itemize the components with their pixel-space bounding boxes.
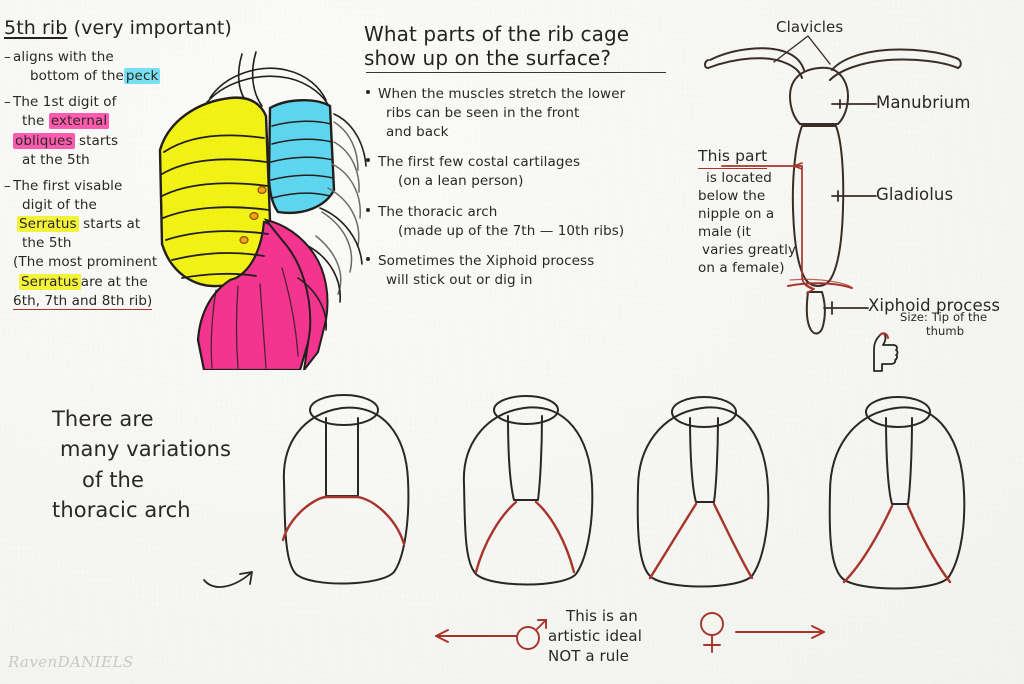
caption-line2: artistic ideal [548,627,642,646]
left-heading: 5th rib (very important) [4,17,232,39]
highlight-serratus-1: Serratus [17,216,79,233]
left-bullet-3-line6-post: are at the [80,273,148,290]
arch-note-line4: thoracic arch [52,498,191,523]
this-part-line5: varies greatly [702,242,797,259]
middle-bullet-4-line1: Sometimes the Xiphoid process [378,252,595,269]
this-part-line1: is located [706,169,772,186]
left-bullet-3-line3-post: starts at [78,216,141,233]
left-bullet-3-line2: digit of the [22,196,97,213]
sternum-section: Clavicles Manubrium Gladiolus Xiphoid pr… [662,8,1024,388]
this-part-annotation: This part is located below the nipple on… [698,146,810,277]
left-bullet-1-line1: aligns with the [13,48,114,65]
highlight-peck: peck [123,68,161,85]
left-bullet-3-line5: (The most prominent [13,254,158,271]
bottom-caption: This is an artistic ideal NOT a rule [430,604,850,680]
dash-marker: – [4,177,11,194]
arch-variation-1 [281,394,410,585]
bullet-dot-icon [366,158,370,163]
this-part-line2: below the [698,187,766,204]
thumbs-up-icon [873,332,899,372]
left-bullet-3-line7: 6th, 7th and 8th rib) [13,292,153,310]
arch-note-line1: There are [52,407,154,431]
middle-heading-line2: show up on the surface? [364,46,612,71]
highlight-obliques: obliques [13,132,75,149]
middle-notes-column: What parts of the rib cage show up on th… [364,22,694,301]
curved-arrow-icon [203,571,253,588]
left-notes-column: 5th rib (very important) – aligns with t… [4,17,232,318]
left-bullet-2: – The 1st digit of the external obliques… [4,93,219,170]
middle-bullet-list: When the muscles stretch the lower ribs … [364,85,694,290]
label-clavicles: Clavicles [776,18,844,36]
label-manubrium: Manubrium [876,93,971,112]
middle-bullet-3-line1: The thoracic arch [378,203,498,220]
middle-heading: What parts of the rib cage show up on th… [364,22,694,71]
bullet-dot-icon [366,256,370,261]
this-part-line4: male (it [698,224,751,240]
dash-marker: – [4,94,11,111]
left-bullet-3-line4: the 5th [22,235,72,252]
thoracic-arch-note: There are many variations of the thoraci… [52,404,231,526]
middle-bullet-1: When the muscles stretch the lower ribs … [364,85,694,142]
label-xiphoid-process: Xiphoid process [868,296,1001,315]
middle-bullet-3: The thoracic arch (made up of the 7th — … [364,203,694,241]
middle-bullet-2-line1: The first few costal cartilages [378,154,581,171]
this-part-title: This part [698,146,768,169]
left-bullet-1-line2-pre: bottom of the [30,68,124,85]
this-part-line3: nipple on a [698,205,775,222]
dash-marker: – [4,48,11,65]
ribcage-colored-diagram [158,51,367,370]
middle-bullet-1-line2: ribs can be seen in the front [386,104,580,121]
middle-bullet-1-line1: When the muscles stretch the lower [378,85,626,102]
middle-bullet-4-line2: will stick out or dig in [386,272,533,289]
left-bullet-2-line1: The 1st digit of [13,94,117,111]
caption-text: This is an artistic ideal NOT a rule [548,606,642,666]
arch-variation-2 [462,395,594,586]
middle-bullet-1-line3: and back [386,124,449,141]
arch-note-line2: many variations [60,437,232,462]
sternum-drawing [704,35,962,335]
left-bullet-3: – The first visable digit of the Serratu… [4,177,219,311]
left-bullet-3-line1: The first visable [13,177,123,194]
heading-underline-rule [366,71,666,73]
male-arrow-group [435,619,547,650]
arch-variation-4 [828,396,966,590]
middle-bullet-2-sub: (on a lean person) [398,173,524,190]
middle-heading-line1: What parts of the rib cage [364,22,630,46]
left-heading-rest: (very important) [73,17,232,39]
left-heading-underlined: 5th rib [4,17,68,39]
arch-variation-3 [636,396,770,588]
size-note-line2: thumb [926,324,965,339]
label-gladiolus: Gladiolus [876,185,954,204]
size-note: Size: Tip of the thumb [900,310,987,338]
size-note-line1: Size: Tip of the [900,310,988,324]
bullet-dot-icon [366,89,370,94]
caption-line1: This is an [566,607,638,625]
caption-line3: NOT a rule [548,647,629,666]
female-arrow-group [700,612,825,653]
arch-note-line3: of the [82,467,144,492]
left-bullet-2-line3-post: starts [74,132,119,149]
this-part-line6: on a female) [698,260,785,277]
bullet-dot-icon [366,207,370,212]
highlight-external: external [48,113,110,130]
highlight-serratus-2: Serratus [19,273,81,290]
middle-bullet-3-sub: (made up of the 7th — 10th ribs) [398,222,625,239]
middle-bullet-4: Sometimes the Xiphoid process will stick… [364,252,694,290]
left-bullet-2-line2-pre: the [22,113,49,130]
middle-bullet-2: The first few costal cartilages (on a le… [364,153,694,191]
left-bullet-2-line4: at the 5th [22,151,90,168]
signature-watermark: RavenDANIELS [8,653,134,671]
